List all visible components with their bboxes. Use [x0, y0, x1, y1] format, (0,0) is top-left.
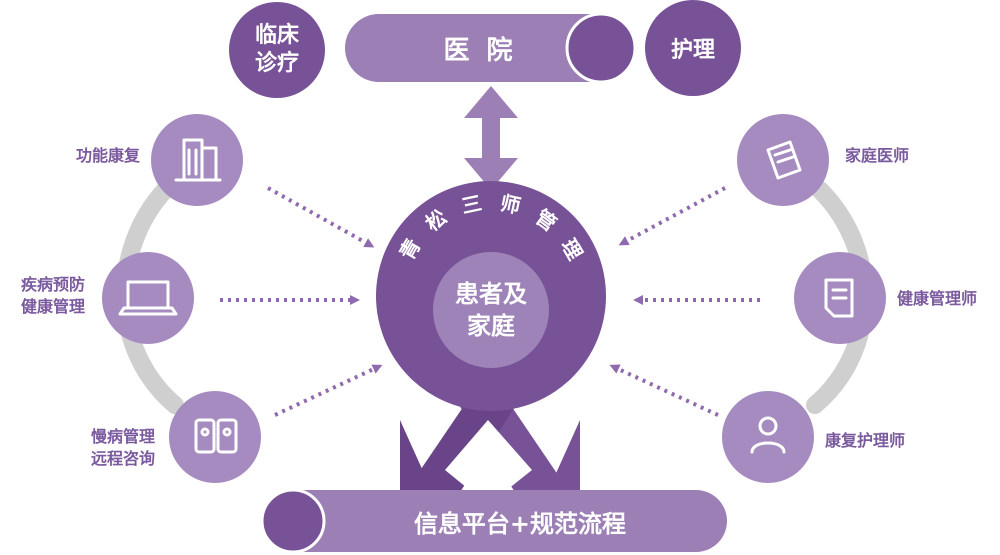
left-label-0: 功能康复	[75, 146, 140, 165]
hospital-bar	[345, 14, 635, 82]
left-label-2: 慢病管理 远程咨询	[90, 427, 155, 468]
nursing-label: 护理	[670, 38, 715, 63]
double-arrow	[464, 86, 518, 190]
hospital-label: 医 院	[443, 35, 517, 66]
right-label-1: 健康管理师	[897, 289, 978, 308]
document-icon	[824, 278, 854, 318]
dotted-arrow-2	[274, 364, 383, 417]
platform-bar-cap	[260, 488, 326, 554]
hospital-bar-cap	[565, 12, 637, 84]
center-inner-label: 患者及 家庭	[455, 280, 527, 340]
platform-bar	[262, 490, 727, 552]
clinical-label: 临床 诊疗	[254, 23, 299, 76]
arc-char-2: 三	[459, 191, 484, 219]
dotted-arrow-3	[618, 186, 726, 246]
right-node-circle-2	[722, 391, 814, 483]
left-node-circle-1	[102, 252, 194, 344]
nursing-circle	[645, 0, 741, 96]
right-label-2: 康复护理师	[825, 431, 906, 450]
right-label-0: 家庭医师	[845, 146, 910, 165]
left-label-1: 疾病预防 健康管理	[20, 275, 85, 316]
clinical-circle	[229, 2, 325, 98]
building-icon	[174, 138, 222, 182]
arc-char-3: 师	[498, 191, 523, 219]
notepad-icon	[766, 140, 802, 180]
platform-label: 信息平台+规范流程	[413, 509, 627, 538]
phones-icon	[194, 418, 238, 454]
laptop-icon	[118, 280, 178, 316]
center-inner-circle	[433, 252, 549, 368]
dotted-arrow-0	[267, 186, 375, 248]
dotted-arrow-5	[609, 364, 719, 417]
user-icon	[750, 416, 786, 454]
